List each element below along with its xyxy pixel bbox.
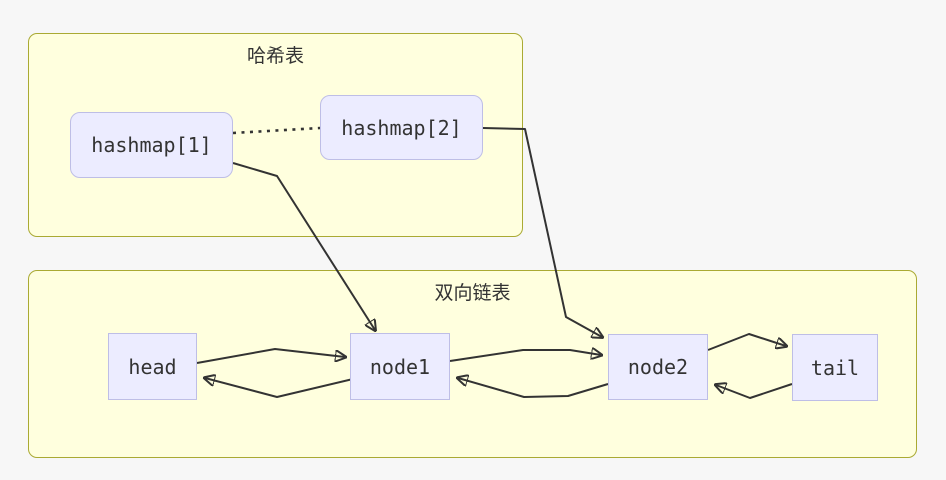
edge-node1-node2 — [449, 350, 601, 362]
edge-node2-tail — [707, 333, 786, 351]
node-hashmap1: hashmap[1] — [70, 112, 233, 178]
edge-hashmap1-node1 — [232, 162, 375, 330]
cluster-title-doubly-linked-list: 双向链表 — [434, 282, 511, 304]
node-node1-label: node1 — [369, 354, 431, 379]
node-hashmap2-label: hashmap[2] — [341, 115, 462, 140]
node-node2: node2 — [608, 334, 708, 400]
edge-node2-node1 — [458, 378, 609, 398]
edge-tail-node2 — [716, 384, 793, 399]
edge-node1-head — [205, 378, 354, 398]
node-hashmap1-label: hashmap[1] — [91, 133, 212, 157]
node-node2-label: node2 — [627, 355, 689, 379]
edge-head-node1 — [196, 348, 345, 364]
node-head: head — [108, 333, 197, 400]
node-node1: node1 — [350, 333, 450, 400]
edge-hashmap2-node2 — [482, 127, 602, 337]
node-tail: tail — [792, 334, 878, 401]
edge-hashmap1-hashmap2-dotted — [232, 126, 321, 135]
node-head-label: head — [128, 354, 177, 379]
node-hashmap2: hashmap[2] — [320, 95, 483, 160]
node-tail-label: tail — [810, 355, 860, 380]
cluster-title-hash-table: 哈希表 — [246, 45, 304, 67]
